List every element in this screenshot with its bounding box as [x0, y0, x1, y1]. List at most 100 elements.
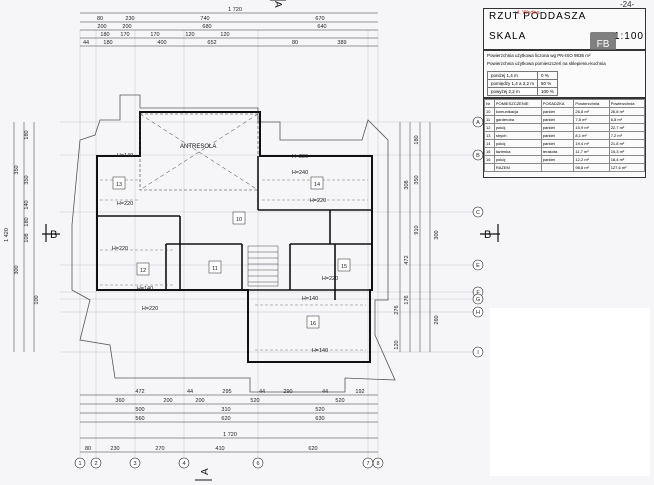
dimension-text: 80	[85, 446, 91, 452]
dimension-text: 630	[315, 416, 324, 422]
interior-walls	[97, 156, 372, 300]
axis-label: F	[476, 290, 480, 296]
dimension-text: 180	[24, 130, 30, 139]
axis-marker	[178, 457, 190, 469]
dimension-text: 360	[115, 398, 124, 404]
dimension-text: 560	[135, 416, 144, 422]
section-mark-a-top: A	[272, 1, 283, 8]
room-schedule: Nr POMIESZCZENIE POSADZKA Powierzchnia P…	[483, 98, 646, 178]
dimension-text: 350	[14, 165, 20, 174]
area-heading-2: Powierzchnia użytkowa pomieszczeń na skl…	[487, 61, 606, 66]
axis-marker	[129, 457, 141, 469]
axis-label: 6	[256, 461, 259, 467]
hatch-line	[139, 113, 259, 191]
title-block: RZUT PODDASZA SKALA 1:100	[483, 8, 646, 50]
dimension-text: 180	[103, 40, 112, 46]
axis-label: C	[476, 210, 480, 216]
dimension-text: 472	[135, 389, 144, 395]
blank-area	[490, 308, 650, 476]
dimension-text: 120	[220, 32, 229, 38]
axis-marker	[472, 259, 484, 271]
dimension-text: 300	[14, 265, 20, 274]
room-table: Nr POMIESZCZENIE POSADZKA Powierzchnia P…	[484, 99, 646, 172]
dimension-text: 230	[110, 446, 119, 452]
dimension-text: 500	[135, 407, 144, 413]
dimension-text: 140	[24, 200, 30, 209]
dimension-text: 295	[222, 389, 231, 395]
logo-text: FB	[596, 39, 610, 50]
dimension-text: 620	[221, 416, 230, 422]
dimension-text: 1 420	[4, 228, 10, 242]
dimension-text: 44	[259, 389, 265, 395]
section-mark-b-right: B	[484, 229, 491, 241]
room-number: 10	[236, 217, 242, 223]
dimension-text: 176	[404, 295, 410, 304]
dimension-text: 652	[207, 40, 216, 46]
axis-label: G	[476, 297, 480, 303]
dimension-text: 108	[24, 233, 30, 242]
room-number: 11	[212, 266, 218, 272]
height-label: H=140	[117, 153, 133, 159]
dimension-text: 350	[24, 175, 30, 184]
axis-marker	[472, 306, 484, 318]
dimension-text: 410	[215, 446, 224, 452]
height-label: H=220	[142, 306, 158, 312]
area-heading-1: Powierzchnia użytkowa liczona wg PN-ISO …	[487, 53, 591, 58]
axis-label: A	[476, 120, 480, 126]
axis-marker	[372, 457, 384, 469]
table-cell: 100 %	[537, 87, 558, 96]
antresola-label: ANTRESOLA	[180, 144, 216, 150]
scale-row: SKALA 1:100	[489, 31, 650, 42]
axis-label: B	[476, 153, 480, 159]
drawing-title: RZUT PODDASZA	[489, 11, 587, 22]
table-cell: RAZEM	[493, 163, 542, 172]
dimension-text: 1 720	[228, 7, 242, 13]
dimension-text: 44	[187, 389, 193, 395]
dimension-text: 80	[97, 16, 103, 22]
room-number-box	[306, 315, 320, 329]
height-label: H=220	[322, 276, 338, 282]
dimension-text: 910	[414, 225, 420, 234]
axis-label: 4	[182, 461, 185, 467]
axis-marker	[74, 457, 86, 469]
dimension-text: 180	[414, 135, 420, 144]
axis-marker	[90, 457, 102, 469]
height-label: H=220	[117, 201, 133, 207]
dimension-text: 80	[292, 40, 298, 46]
room-number: 15	[341, 264, 347, 270]
dimension-text: 100	[34, 295, 40, 304]
dimension-text: 180	[24, 217, 30, 226]
dimension-text: 472	[404, 255, 410, 264]
room-number-box	[310, 176, 324, 190]
dimension-text: 680	[202, 24, 211, 30]
dimension-text: 640	[317, 24, 326, 30]
ceiling-lines	[100, 179, 368, 351]
scale-label: SKALA	[489, 31, 527, 42]
height-labels: H=140H=220H=229H=240H=220H=140H=220H=220…	[112, 153, 338, 354]
axis-marker	[472, 206, 484, 218]
dimension-text: 620	[308, 446, 317, 452]
room-number-box	[208, 260, 222, 274]
dimension-text: 200	[195, 398, 204, 404]
dimension-text: 230	[125, 16, 134, 22]
dimension-text: 276	[394, 305, 400, 314]
dimension-text: 310	[221, 407, 230, 413]
dimension-text: 308	[404, 180, 410, 189]
dimension-text: 350	[414, 175, 420, 184]
table-cell: powyżej 2,2 m	[486, 87, 539, 96]
dimension-text: 44	[83, 40, 89, 46]
axis-marker	[472, 149, 484, 161]
room-number: 12	[140, 268, 146, 274]
axis-marker	[472, 293, 484, 305]
height-label: H=220	[310, 198, 326, 204]
dimension-text: 300	[434, 230, 440, 239]
room-number-box	[112, 176, 126, 190]
room-number: 16	[310, 321, 316, 327]
